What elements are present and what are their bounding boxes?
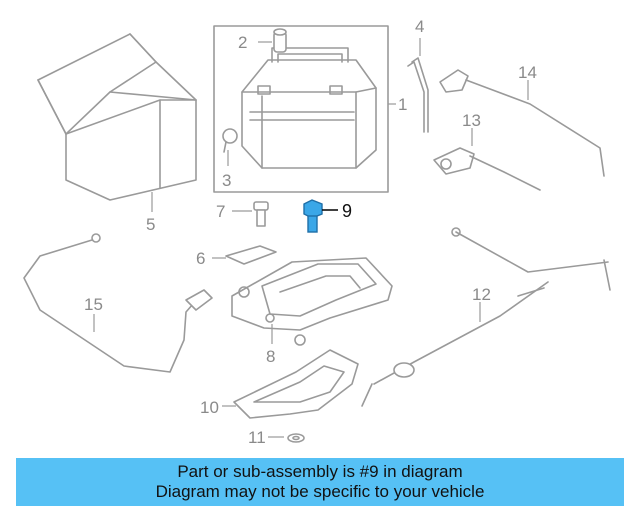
- callout-15: 15: [84, 295, 103, 314]
- callout-2: 2: [238, 33, 247, 52]
- battery-box[interactable]: [37, 33, 197, 212]
- bolt-7[interactable]: [232, 201, 269, 227]
- positive-cable[interactable]: [361, 227, 611, 407]
- callout-6: 6: [196, 249, 205, 268]
- support-plate[interactable]: [222, 349, 359, 419]
- vent-elbow[interactable]: [222, 128, 238, 166]
- vent-plug[interactable]: [258, 28, 287, 53]
- callout-13: 13: [462, 111, 481, 130]
- callout-3: 3: [222, 171, 231, 190]
- negative-cable[interactable]: [23, 233, 213, 373]
- bolt-9-highlighted[interactable]: [303, 199, 338, 233]
- parts-diagram: 2 3 1 4 5 6 7 8 9 10 11 12 13 14 15: [23, 17, 611, 447]
- callout-9: 9: [342, 201, 352, 221]
- ground-strap[interactable]: [439, 69, 605, 177]
- callout-10: 10: [200, 398, 219, 417]
- banner-line-2: Diagram may not be specific to your vehi…: [155, 482, 485, 501]
- bracket[interactable]: [212, 245, 277, 265]
- banner-line-1: Part or sub-assembly is #9 in diagram: [177, 462, 463, 481]
- callout-7: 7: [216, 202, 225, 221]
- callout-11: 11: [248, 428, 266, 447]
- callout-5: 5: [146, 215, 155, 234]
- callout-4: 4: [415, 17, 424, 36]
- hold-down-rod[interactable]: [407, 38, 429, 133]
- info-banner: Part or sub-assembly is #9 in diagram Di…: [16, 458, 624, 506]
- washer[interactable]: [268, 433, 305, 443]
- terminal-clamp[interactable]: [433, 128, 541, 191]
- callout-12: 12: [472, 285, 491, 304]
- callout-1: 1: [398, 95, 407, 114]
- battery-tray[interactable]: [231, 257, 393, 346]
- battery-group[interactable]: [213, 25, 389, 193]
- callout-8: 8: [266, 347, 275, 366]
- callout-14: 14: [518, 63, 537, 82]
